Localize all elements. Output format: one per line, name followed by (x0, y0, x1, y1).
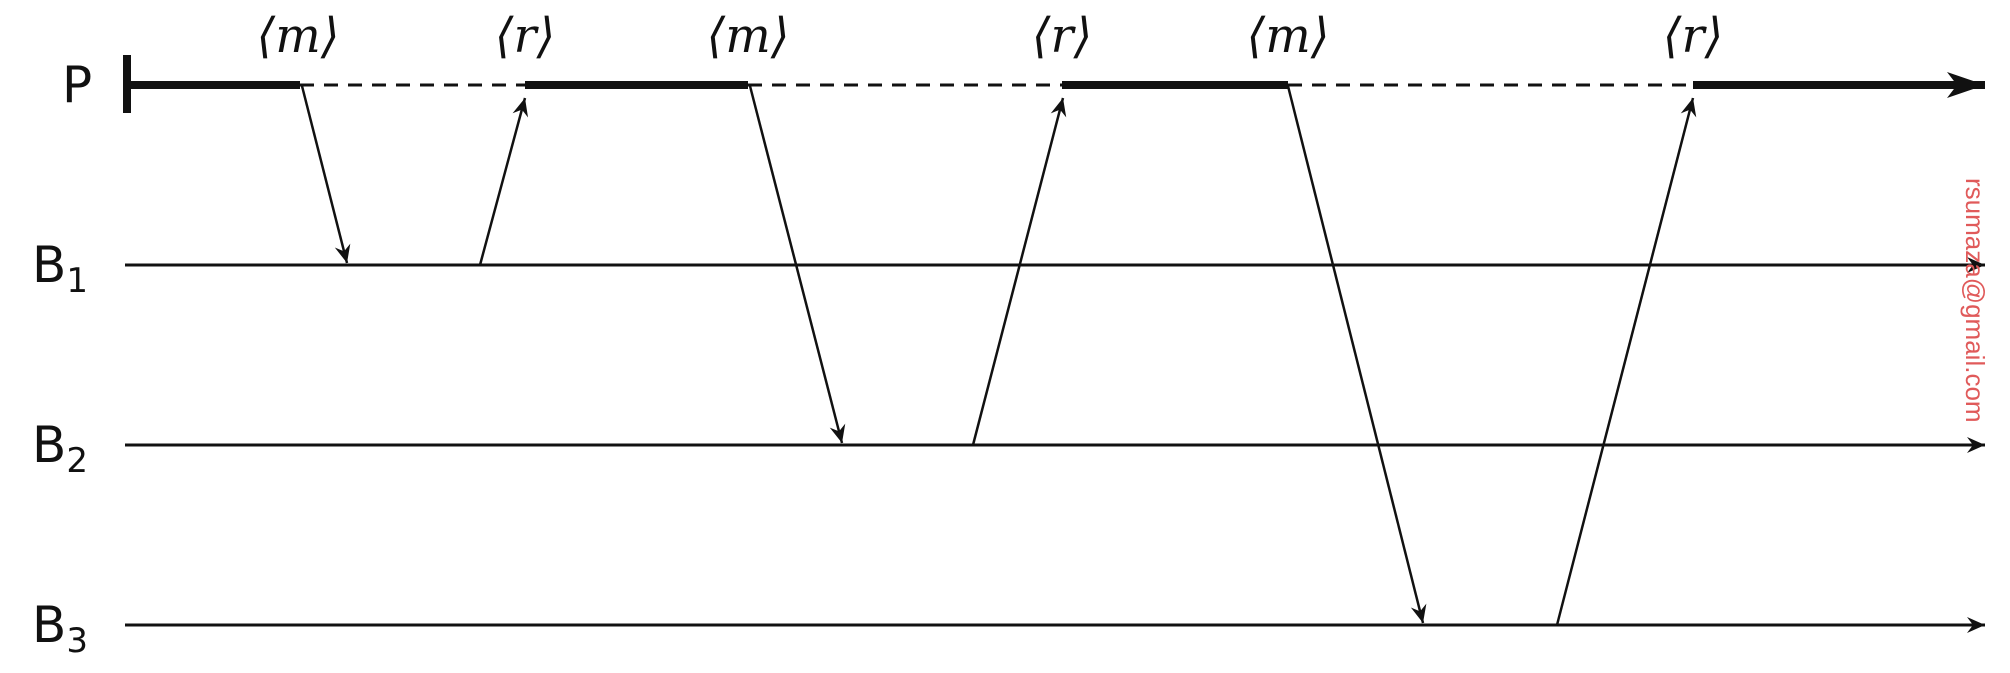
process-label-base: B (32, 416, 67, 474)
process-label-sub: 3 (66, 621, 88, 662)
process-label-b2: B2 (32, 420, 88, 478)
process-label-sub: 2 (66, 441, 88, 482)
reply-r-from-b3 (1555, 97, 1697, 626)
message-m-to-b2 (748, 85, 846, 444)
reply-r-from-b2 (971, 97, 1067, 446)
message-m-to-b1 (300, 85, 351, 264)
message-label-m-2: ⟨m⟩ (706, 8, 790, 64)
message-label-r-2: ⟨r⟩ (1031, 8, 1093, 64)
reply-r-from-b1 (478, 97, 529, 266)
watermark-text: rsumaza@gmail.com (1960, 178, 1990, 423)
process-label-b1: B1 (32, 240, 88, 298)
process-label-base: B (32, 236, 67, 294)
process-label-sub: 1 (66, 261, 88, 302)
message-label-r-3: ⟨r⟩ (1662, 8, 1724, 64)
process-label-base: P (62, 56, 93, 114)
message-label-r-1: ⟨r⟩ (494, 8, 556, 64)
message-label-m-3: ⟨m⟩ (1246, 8, 1330, 64)
process-label-p: P (62, 60, 92, 118)
process-label-b3: B3 (32, 600, 88, 658)
process-label-base: B (32, 596, 67, 654)
message-label-m-1: ⟨m⟩ (256, 8, 340, 64)
message-m-to-b3 (1286, 85, 1427, 624)
